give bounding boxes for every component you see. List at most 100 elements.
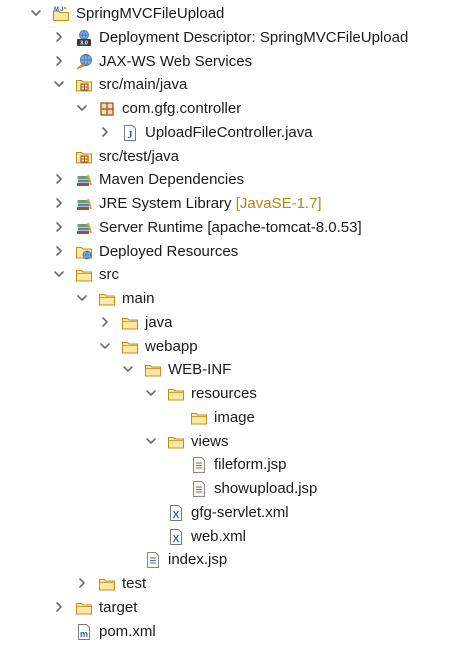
tree-item[interactable]: Server Runtime [apache-tomcat-8.0.53] [0,216,466,240]
tree-item[interactable]: image [0,406,466,430]
svg-text:M: M [54,7,59,13]
tree-item-label: src [99,266,119,284]
tree-item[interactable]: index.jsp [0,548,466,572]
folder-icon [98,290,116,308]
folder-icon [98,575,116,593]
tree-item-label: src/main/java [99,76,188,94]
tree-item[interactable]: J UploadFileController.java [0,121,466,145]
library-icon [75,195,93,213]
chevron-right-icon[interactable] [53,197,65,209]
jsp-file-icon [190,480,208,498]
tree-item[interactable]: JAX-WS Web Services [0,50,466,74]
chevron-right-icon[interactable] [99,126,111,138]
chevron-down-icon[interactable] [53,78,65,90]
folder-icon [167,385,185,403]
folder-icon [121,314,139,332]
tree-item[interactable]: resources [0,382,466,406]
tree-item[interactable]: showupload.jsp [0,477,466,501]
tree-item-label: WEB-INF [168,361,232,379]
tree-item-decoration: [JavaSE-1.7] [235,195,322,212]
tree-item[interactable]: src/main/java [0,73,466,97]
tree-item-label: test [122,575,147,592]
tree-item-label: Maven Dependencies [99,171,245,189]
jsp-file-icon [144,551,162,569]
chevron-down-icon[interactable] [76,292,88,304]
tree-item-label: fileform.jsp [214,456,287,474]
xml-file-icon: X [167,528,185,546]
tree-item-label: com.gfg.controller [122,100,242,117]
tree-item-label: resources [191,385,257,402]
tree-item[interactable]: src [0,263,466,287]
tree-item[interactable]: java [0,311,466,335]
chevron-down-icon[interactable] [76,102,88,114]
chevron-right-icon[interactable] [53,221,65,233]
deployment-descriptor-icon: 3.0 [75,29,93,47]
tree-item[interactable]: views [0,430,466,454]
folder-icon [75,266,93,284]
tree-item-label: JAX-WS Web Services [99,52,253,70]
tree-item[interactable]: main [0,287,466,311]
tree-item-label: web.xml [191,527,247,545]
folder-icon [121,338,139,356]
svg-text:J: J [128,130,133,141]
chevron-down-icon[interactable] [145,387,157,399]
java-file-icon: J [121,124,139,142]
library-icon [75,171,93,189]
chevron-right-icon[interactable] [99,316,111,328]
tree-item[interactable]: Maven Dependencies [0,168,466,192]
svg-text:3.0: 3.0 [80,40,88,46]
chevron-right-icon[interactable] [53,31,65,43]
folder-icon [75,599,93,617]
xml-file-icon: X [167,504,185,522]
tree-item-label: JRE System Library [JavaSE-1.7] [99,195,322,212]
tree-item-label: webapp [145,337,198,355]
tree-item[interactable]: JRE System Library [JavaSE-1.7] [0,192,466,216]
tree-item-label: pom.xml [99,622,156,640]
chevron-right-icon[interactable] [53,55,65,67]
folder-icon [190,409,208,427]
tree-item[interactable]: m pom.xml [0,620,466,644]
chevron-right-icon[interactable] [53,173,65,185]
folder-icon [144,361,162,379]
package-icon [98,100,116,118]
tree-item[interactable]: target [0,596,466,620]
library-icon [75,219,93,237]
tree-item-label: SpringMVCFileUpload [76,5,225,22]
chevron-right-icon[interactable] [76,577,88,589]
source-folder-icon [75,148,93,166]
tree-item-label: Deployed Resources [99,242,239,260]
chevron-down-icon[interactable] [99,340,111,352]
tree-item[interactable]: WEB-INF [0,358,466,382]
deployed-resources-icon [75,243,93,261]
tree-item-label: showupload.jsp [214,480,318,497]
svg-text:X: X [173,534,180,545]
chevron-down-icon[interactable] [53,268,65,280]
svg-text:m: m [80,629,88,639]
maven-pom-icon: m [75,623,93,641]
tree-item[interactable]: fileform.jsp [0,453,466,477]
tree-item[interactable]: src/test/java [0,145,466,169]
tree-item-label: gfg-servlet.xml [191,503,289,521]
svg-text:X: X [173,510,180,521]
source-folder-icon [75,76,93,94]
chevron-down-icon[interactable] [30,7,42,19]
tree-item-label: src/test/java [99,147,180,165]
chevron-right-icon[interactable] [53,601,65,613]
chevron-down-icon[interactable] [122,363,134,375]
tree-item[interactable]: webapp [0,335,466,359]
tree-item[interactable]: Deployed Resources [0,240,466,264]
tree-item[interactable]: test [0,572,466,596]
tree-item-label: UploadFileController.java [145,123,313,141]
tree-item-label: views [191,432,229,450]
chevron-right-icon[interactable] [53,245,65,257]
tree-item-label: image [214,408,255,426]
web-services-icon [75,53,93,71]
chevron-down-icon[interactable] [145,435,157,447]
tree-item[interactable]: com.gfg.controller [0,97,466,121]
